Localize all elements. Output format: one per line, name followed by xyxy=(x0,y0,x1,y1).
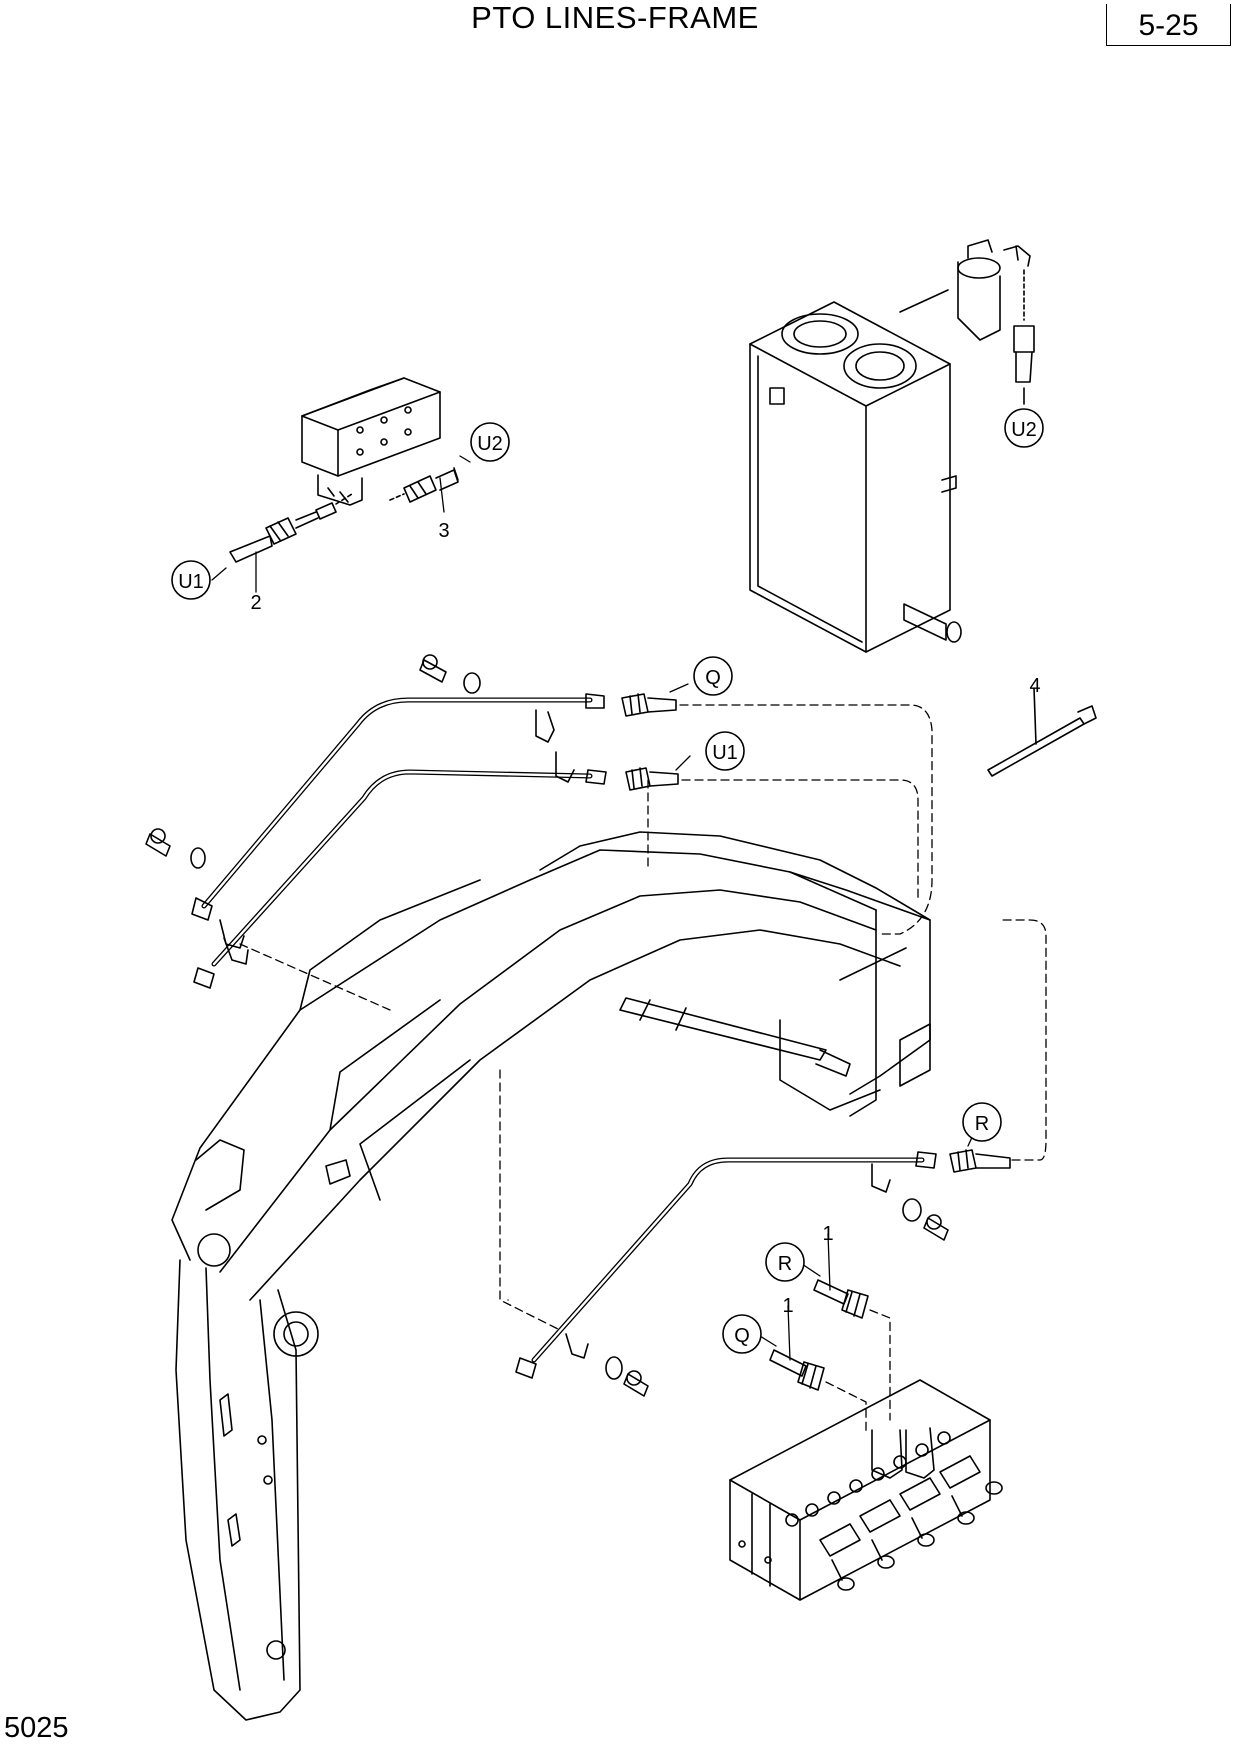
drawing-code: 5025 xyxy=(4,1712,69,1744)
part-number-1-lower: 1 xyxy=(782,1295,793,1317)
leader-lines xyxy=(211,455,981,1361)
callout-u2-top: U2 xyxy=(470,422,510,462)
fitting-part-2 xyxy=(229,493,353,563)
part-number-1-upper: 1 xyxy=(822,1223,833,1245)
callout-u2-top-label: U2 xyxy=(477,433,503,455)
routing-lines-r xyxy=(499,919,1047,1331)
r-line-pipe xyxy=(515,1151,949,1397)
callout-u1-left-label: U1 xyxy=(178,571,204,593)
routing-lines-lower xyxy=(825,1309,891,1433)
hose-fittings-top xyxy=(621,693,679,791)
callout-q-bottom-label: Q xyxy=(734,1325,750,1347)
fitting-part-1-upper xyxy=(813,1279,869,1319)
page-number-box: 5-25 xyxy=(1106,4,1231,46)
valve-block xyxy=(301,377,441,506)
callout-u2-tank: U2 xyxy=(1004,408,1044,448)
r-fitting xyxy=(949,1149,1011,1173)
control-valve xyxy=(729,1379,1003,1601)
part-number-2: 2 xyxy=(250,592,261,614)
cable-tie-part-4 xyxy=(987,687,1097,777)
callout-r-bottom: R xyxy=(765,1242,805,1282)
fitting-part-1-lower xyxy=(769,1349,825,1391)
callout-r-bottom-label: R xyxy=(778,1253,792,1275)
callout-u2-tank-label: U2 xyxy=(1011,419,1037,441)
routing-lines-top xyxy=(239,704,933,1011)
callout-r-right: R xyxy=(962,1102,1002,1142)
callout-r-right-label: R xyxy=(975,1113,989,1135)
callout-u1-mid: U1 xyxy=(705,731,745,771)
pto-pipes xyxy=(145,654,607,989)
callout-q-top-label: Q xyxy=(705,667,721,689)
hydraulic-tank xyxy=(749,289,962,653)
callout-q-bottom: Q xyxy=(722,1314,762,1354)
part-number-4: 4 xyxy=(1029,675,1040,697)
callout-u1-mid-label: U1 xyxy=(712,742,738,764)
part-number-3: 3 xyxy=(438,520,449,542)
boom-frame xyxy=(171,831,931,1721)
callout-u1-left: U1 xyxy=(171,560,211,600)
tank-filter xyxy=(957,239,1035,405)
callout-q-top: Q xyxy=(693,656,733,696)
fitting-part-3 xyxy=(389,467,459,503)
page-title: PTO LINES-FRAME xyxy=(471,0,759,35)
